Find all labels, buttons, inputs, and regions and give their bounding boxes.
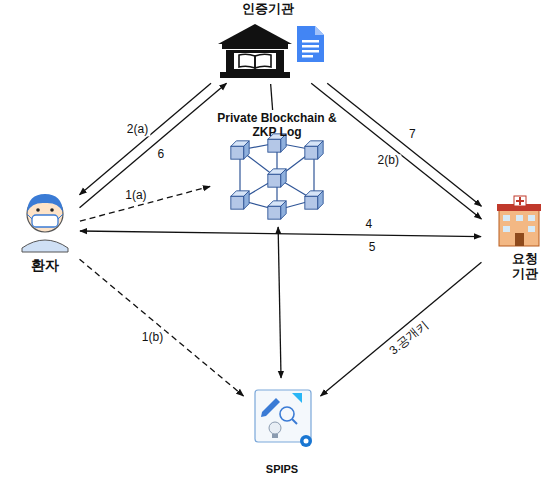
node-label: SPIPS xyxy=(266,463,298,476)
blockchain-node: Private Blockchain & ZKP Log xyxy=(212,112,342,225)
authority-node: 인증기관 xyxy=(205,2,330,82)
connector-arrow xyxy=(80,83,227,208)
connector-arrow xyxy=(80,83,211,194)
spips-icon xyxy=(255,390,312,447)
callout-number: 5 xyxy=(367,241,378,254)
edge-label: 1(a) xyxy=(123,189,148,202)
connector-arrow xyxy=(321,262,482,396)
blockchain-blocks xyxy=(231,134,323,219)
edge-label: 2(a) xyxy=(125,123,150,136)
edge-label: 7 xyxy=(407,128,418,141)
document-icon xyxy=(297,26,324,62)
blockchain-network xyxy=(240,143,314,210)
node-label: 환자 xyxy=(31,257,59,273)
connector-arrow xyxy=(327,83,481,206)
spips-node: SPIPS xyxy=(245,380,319,476)
patient-icon xyxy=(22,194,68,252)
node-label: 인증기관 xyxy=(242,2,294,17)
connector-arrow xyxy=(278,227,281,378)
building-icon xyxy=(218,24,292,78)
connector-arrow xyxy=(80,231,481,237)
requester-node: 요청 기관 xyxy=(483,192,541,282)
edge-label: 4 xyxy=(364,218,375,231)
edge-label: 6 xyxy=(155,148,166,161)
hospital-icon xyxy=(497,196,541,246)
connector-arrow xyxy=(80,186,210,221)
edge-label: 3.공개키 xyxy=(385,317,432,359)
patient-node: 환자 xyxy=(12,188,78,273)
node-label: Private Blockchain & ZKP Log xyxy=(212,112,342,140)
edge-label: 1(b) xyxy=(140,332,165,345)
connector-arrow xyxy=(271,84,273,110)
edge-label: 2(b) xyxy=(376,155,401,168)
node-label: 요청 기관 xyxy=(510,252,541,282)
connector-arrow xyxy=(80,259,244,396)
connector-arrow xyxy=(311,83,481,219)
